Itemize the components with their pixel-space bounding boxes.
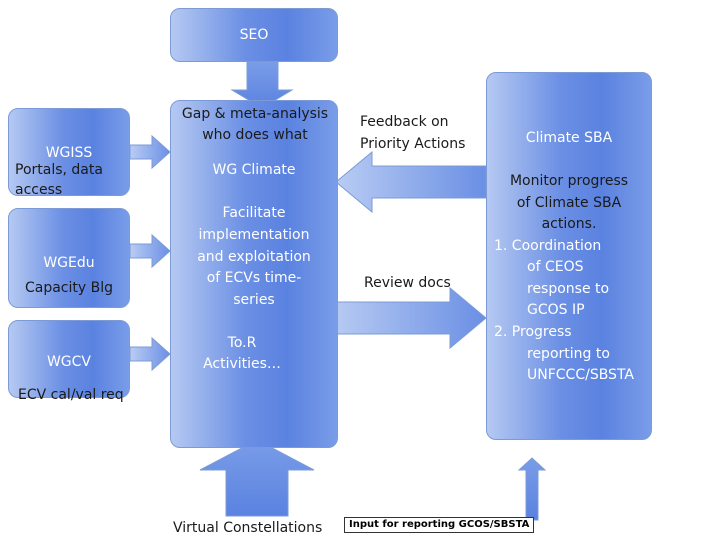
facilitate-line-5: series	[233, 292, 275, 308]
input-reporting-tag: Input for reporting GCOS/SBSTA	[344, 517, 535, 533]
facilitate-line-1: Facilitate	[222, 205, 286, 221]
wg-climate-box	[170, 100, 338, 448]
feedback-arrow	[335, 150, 487, 214]
wgiss-title: WGISS	[45, 145, 93, 161]
wgiss-sub-2: access	[15, 182, 63, 198]
wg-climate-label: WG Climate	[212, 162, 296, 178]
item1-line-3: response to	[527, 281, 610, 297]
monitor-line-2: of Climate SBA	[516, 195, 622, 211]
wgiss-sub-1: Portals, data	[15, 162, 103, 178]
facilitate-line-4: of ECVs time-	[206, 270, 302, 286]
wgcv-title: WGCV	[46, 354, 92, 370]
wgedu-sub: Capacity Blg	[24, 280, 113, 296]
virtual-up-arrow	[199, 439, 315, 517]
seo-box	[170, 8, 338, 62]
facilitate-line-2: implementation	[198, 227, 310, 243]
item1-line-4: GCOS IP	[527, 302, 585, 318]
monitor-line-3: actions.	[541, 216, 597, 232]
item1-line-1: 1. Coordination	[494, 238, 602, 254]
feedback-line-1: Feedback on	[360, 114, 449, 130]
seo-label: SEO	[239, 27, 269, 43]
gap-line-1: Gap & meta-analysis	[181, 106, 329, 122]
feedback-line-2: Priority Actions	[360, 136, 466, 152]
input-up-arrow	[517, 457, 547, 521]
wgedu-title: WGEdu	[43, 255, 95, 271]
climate-sba-title: Climate SBA	[525, 130, 613, 146]
tor-line-2: Activities…	[203, 356, 281, 372]
tor-line-1: To.R	[227, 335, 257, 351]
wgcv-box	[8, 320, 130, 398]
item2-line-3: UNFCCC/SBSTA	[527, 367, 634, 383]
wgcv-sub: ECV cal/val req	[18, 387, 124, 403]
gap-line-2: who does what	[202, 127, 308, 143]
item1-line-2: of CEOS	[527, 259, 584, 275]
item2-line-2: reporting to	[527, 346, 610, 362]
item2-line-1: 2. Progress	[494, 324, 572, 340]
climate-sba-box	[486, 72, 652, 440]
wgiss-box	[8, 108, 130, 196]
virtual-constellations-label: Virtual Constellations	[173, 520, 323, 536]
review-label: Review docs	[364, 275, 451, 291]
wgedu-arrow	[129, 233, 171, 269]
seo-down-arrow	[230, 61, 294, 109]
wgedu-box	[8, 208, 130, 308]
wgiss-arrow	[129, 134, 171, 170]
wgcv-arrow	[129, 336, 171, 372]
monitor-line-1: Monitor progress	[509, 173, 629, 189]
facilitate-line-3: and exploitation	[197, 249, 311, 265]
review-arrow	[329, 286, 487, 350]
